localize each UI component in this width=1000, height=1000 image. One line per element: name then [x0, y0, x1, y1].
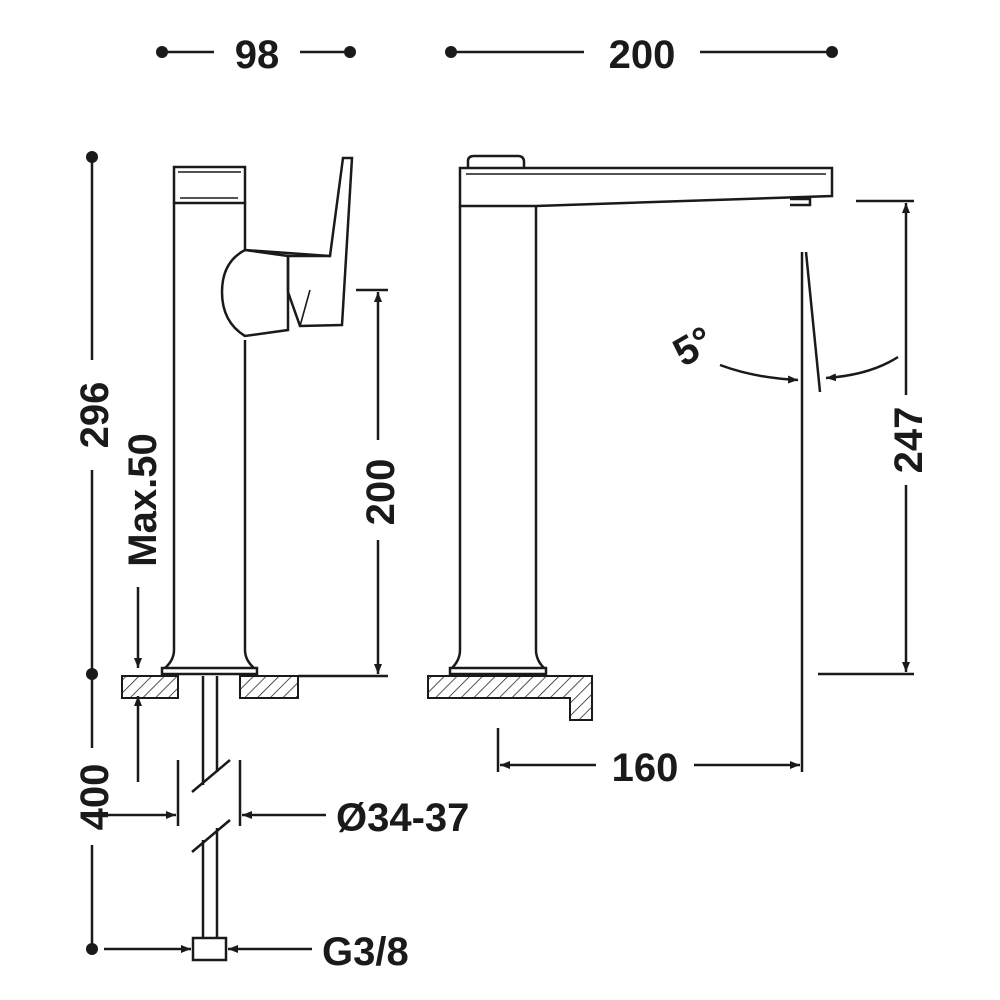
hose-length-label: 400 [73, 764, 117, 831]
angle-label: 5° [666, 318, 721, 375]
faucet-side-view [160, 156, 354, 676]
dim-hole-diameter: Ø34-37 [100, 760, 469, 840]
spout-height-label: 247 [887, 407, 931, 474]
width-side-label: 98 [235, 33, 280, 77]
dim-connection: G3/8 [104, 930, 409, 974]
dim-angle: 5° [666, 251, 899, 393]
dim-width-front: 200 [445, 33, 838, 77]
dim-spout-reach: 160 [496, 252, 804, 790]
dim-max-thickness: Max.50 [121, 433, 165, 782]
connection-label: G3/8 [322, 930, 409, 974]
supply-hose [191, 676, 231, 962]
dim-total-height: 296 [73, 151, 117, 680]
faucet-front-view [448, 154, 834, 676]
body-height-label: 200 [359, 459, 403, 526]
total-height-label: 296 [73, 382, 117, 449]
spout-reach-label: 160 [612, 746, 679, 790]
width-front-label: 200 [609, 33, 676, 77]
dim-body-height: 200 [356, 288, 403, 674]
hole-diameter-label: Ø34-37 [336, 796, 469, 840]
dim-width-side: 98 [156, 33, 356, 77]
dim-spout-height: 247 [818, 199, 931, 676]
dim-hose-length: 400 [73, 674, 117, 955]
deck-front-view [427, 675, 593, 721]
deck-side-view [121, 674, 388, 699]
max-thickness-label: Max.50 [121, 433, 165, 566]
